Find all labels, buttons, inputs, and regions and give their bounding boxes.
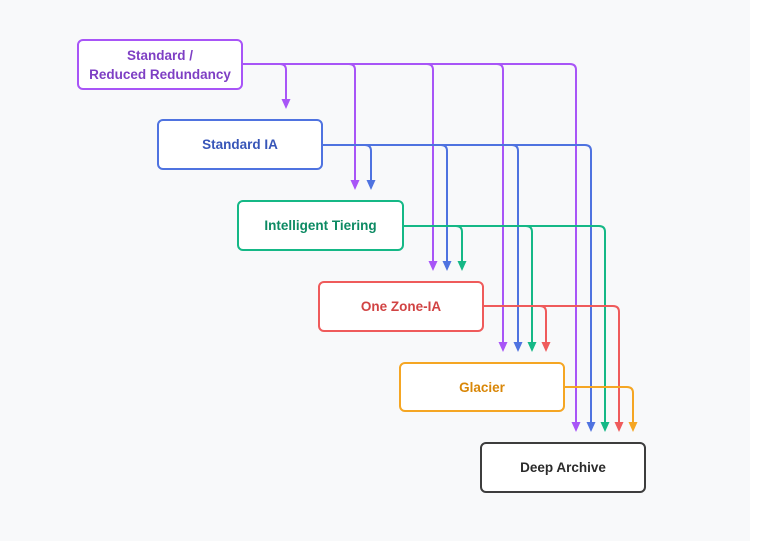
arrowhead <box>600 422 610 432</box>
arrow-1-2 <box>322 144 376 190</box>
arrowhead <box>366 180 376 190</box>
arrowhead <box>428 261 438 271</box>
arrow-0-5 <box>242 63 581 432</box>
node-one-zone-ia: One Zone-IA <box>318 281 484 332</box>
arrowhead <box>614 422 624 432</box>
node-intelligent-tiering: Intelligent Tiering <box>237 200 404 251</box>
arrowhead <box>571 422 581 432</box>
arrow-1-5 <box>322 144 596 432</box>
arrowhead <box>498 342 508 352</box>
node-deep-archive: Deep Archive <box>480 442 646 493</box>
node-standard-ia: Standard IA <box>157 119 323 170</box>
arrowhead <box>586 422 596 432</box>
arrowhead <box>513 342 523 352</box>
arrowhead <box>281 99 291 109</box>
arrowhead <box>541 342 551 352</box>
arrowhead <box>527 342 537 352</box>
arrowhead <box>442 261 452 271</box>
node-standard-reduced-redundancy: Standard / Reduced Redundancy <box>77 39 243 90</box>
arrowhead <box>350 180 360 190</box>
arrowhead <box>457 261 467 271</box>
arrow-2-5 <box>403 225 610 432</box>
page-edge <box>750 0 759 541</box>
arrow-3-5 <box>483 305 624 432</box>
arrow-0-1 <box>242 63 291 109</box>
arrowhead <box>628 422 638 432</box>
node-glacier: Glacier <box>399 362 565 412</box>
arrow-4-5 <box>564 386 638 432</box>
